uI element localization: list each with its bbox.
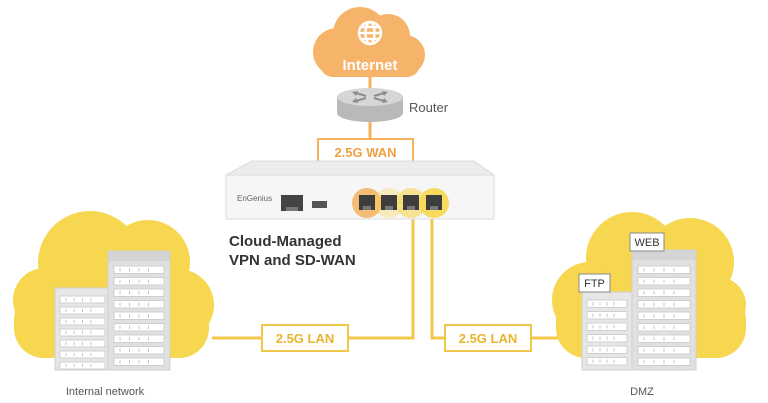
router-icon <box>337 88 403 122</box>
lan-label-internal: 2.5G LAN <box>276 331 335 346</box>
globe-icon <box>357 20 383 46</box>
web-server-label: WEB <box>634 237 659 249</box>
server-rack-dmz-ftp <box>581 291 633 371</box>
server-rack-internal-front <box>107 250 171 371</box>
console-port <box>281 195 303 211</box>
web-server-tag: WEB <box>629 232 665 252</box>
internal-network-label: Internal network <box>66 386 145 398</box>
internet-label: Internet <box>342 57 397 74</box>
server-rack-internal-back <box>54 287 111 371</box>
usb-port <box>312 201 327 208</box>
wan-label: 2.5G WAN <box>334 145 396 160</box>
gateway-device: EnGenius <box>225 160 496 220</box>
lan-badge-dmz: 2.5G LAN <box>444 324 532 352</box>
lan-line-dmz <box>430 207 560 340</box>
device-title-line1: Cloud-Managed <box>229 233 342 250</box>
internet-cloud: Internet <box>313 7 425 77</box>
lan-badge-internal: 2.5G LAN <box>261 324 349 352</box>
lan-line-internal <box>212 207 415 340</box>
ftp-server-tag: FTP <box>578 273 611 293</box>
device-title-line2: VPN and SD-WAN <box>229 252 356 269</box>
ftp-server-label: FTP <box>584 278 605 290</box>
server-rack-dmz-web <box>631 249 697 371</box>
brand-logo: EnGenius <box>237 194 272 203</box>
lan-label-dmz: 2.5G LAN <box>459 331 518 346</box>
router-label: Router <box>409 100 449 115</box>
dmz-label: DMZ <box>630 386 654 398</box>
